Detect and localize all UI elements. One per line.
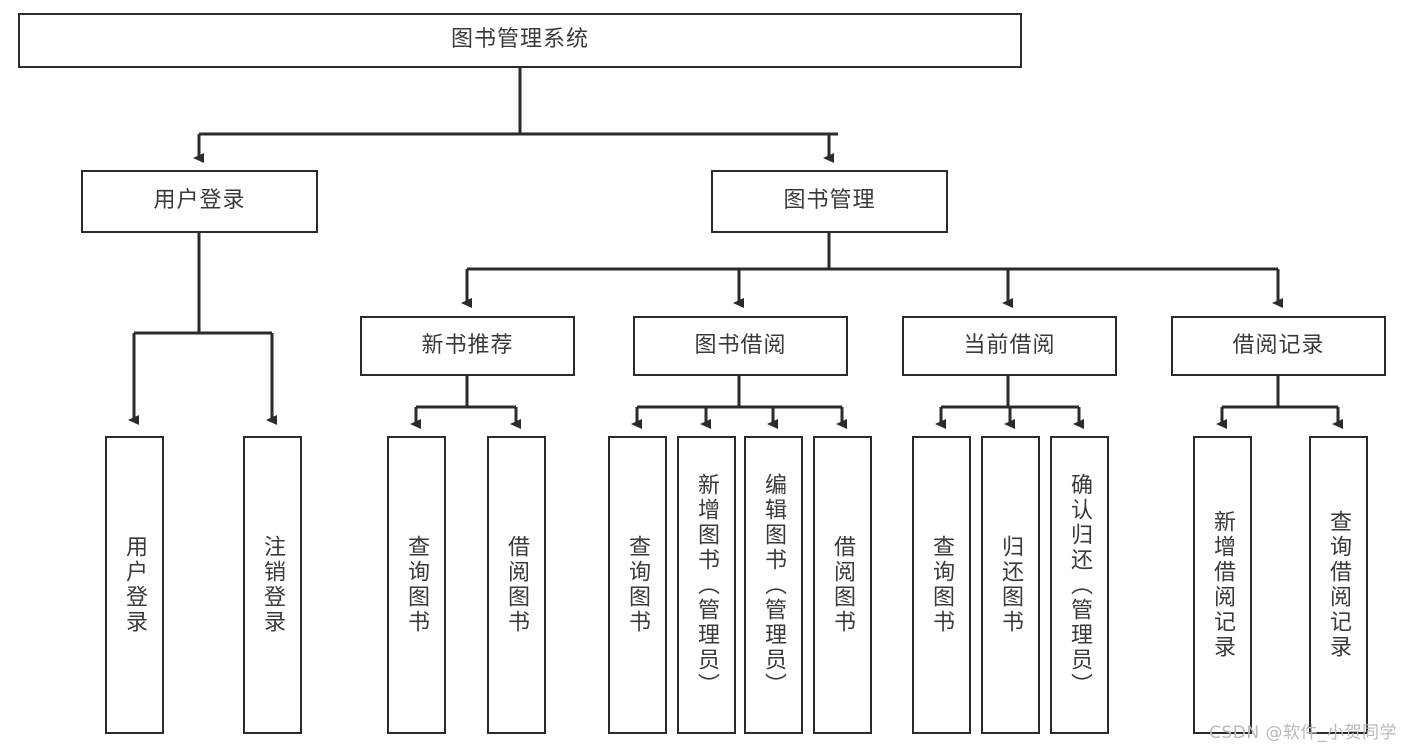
node-leaf-query-book-1[interactable]: 查询图书: [387, 436, 446, 734]
node-book-manage[interactable]: 图书管理: [711, 170, 948, 233]
watermark-text: CSDN @软件_小贺同学: [1209, 723, 1397, 743]
node-leaf-add-book[interactable]: 新增图书（管理员）: [677, 436, 736, 734]
node-new-book-rec-label: 新书推荐: [421, 332, 514, 358]
node-borrow-record-label: 借阅记录: [1232, 332, 1325, 358]
node-leaf-query-book-2-label: 查询图书: [625, 535, 651, 635]
node-leaf-edit-book-label: 编辑图书（管理员）: [761, 472, 787, 698]
node-leaf-confirm-return-label: 确认归还（管理员）: [1067, 472, 1093, 698]
node-user-login[interactable]: 用户登录: [81, 170, 318, 233]
node-leaf-logout[interactable]: 注销登录: [243, 436, 302, 734]
node-leaf-query-book-3[interactable]: 查询图书: [912, 436, 971, 734]
node-leaf-borrow-book-1-label: 借阅图书: [504, 535, 530, 635]
node-leaf-add-record[interactable]: 新增借阅记录: [1193, 436, 1252, 734]
node-leaf-user-login-label: 用户登录: [122, 535, 148, 635]
node-book-manage-label: 图书管理: [783, 188, 876, 214]
node-leaf-query-record-label: 查询借阅记录: [1326, 510, 1352, 660]
node-leaf-query-book-1-label: 查询图书: [404, 535, 430, 635]
node-leaf-query-record[interactable]: 查询借阅记录: [1309, 436, 1368, 734]
node-leaf-edit-book[interactable]: 编辑图书（管理员）: [744, 436, 803, 734]
node-book-borrow-label: 图书借阅: [694, 332, 787, 358]
node-leaf-query-book-2[interactable]: 查询图书: [608, 436, 667, 734]
node-leaf-query-book-3-label: 查询图书: [929, 535, 955, 635]
node-user-login-label: 用户登录: [153, 188, 246, 214]
node-current-borrow-label: 当前借阅: [963, 332, 1056, 358]
node-borrow-record[interactable]: 借阅记录: [1171, 316, 1386, 376]
node-new-book-rec[interactable]: 新书推荐: [360, 316, 575, 376]
node-leaf-add-book-label: 新增图书（管理员）: [694, 472, 720, 698]
node-book-borrow[interactable]: 图书借阅: [633, 316, 848, 376]
node-leaf-return-book-label: 归还图书: [998, 535, 1024, 635]
node-leaf-logout-label: 注销登录: [260, 535, 286, 635]
node-root[interactable]: 图书管理系统: [18, 13, 1022, 68]
node-leaf-return-book[interactable]: 归还图书: [981, 436, 1040, 734]
node-leaf-add-record-label: 新增借阅记录: [1210, 510, 1236, 660]
node-leaf-borrow-book-1[interactable]: 借阅图书: [487, 436, 546, 734]
node-current-borrow[interactable]: 当前借阅: [902, 316, 1117, 376]
node-leaf-user-login[interactable]: 用户登录: [105, 436, 164, 734]
node-leaf-confirm-return[interactable]: 确认归还（管理员）: [1050, 436, 1109, 734]
node-leaf-borrow-book-2[interactable]: 借阅图书: [813, 436, 872, 734]
node-root-label: 图书管理系统: [450, 27, 589, 53]
node-leaf-borrow-book-2-label: 借阅图书: [830, 535, 856, 635]
